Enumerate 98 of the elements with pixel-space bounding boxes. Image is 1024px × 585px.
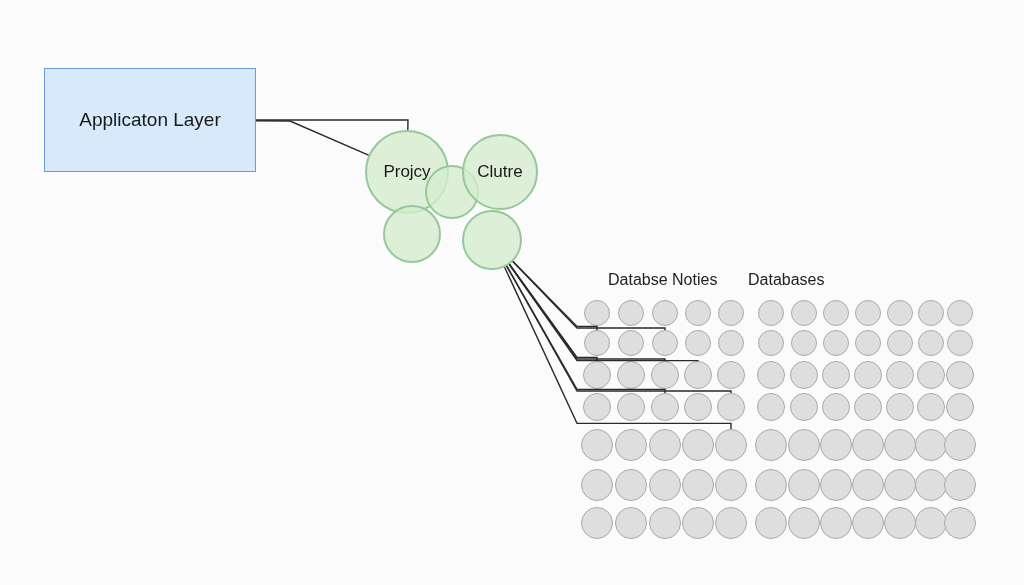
circle-node: [583, 393, 611, 421]
circle-node: [757, 361, 785, 389]
circle-node: [855, 300, 881, 326]
circle-node: [884, 469, 916, 501]
circle-node: [852, 507, 884, 539]
node-label: Projcy: [383, 162, 431, 182]
circle-node: [915, 429, 947, 461]
circle-node: [790, 393, 818, 421]
heading-label: Databse Noties: [608, 271, 718, 289]
circle-node: [854, 361, 882, 389]
connector-line: [255, 119, 409, 131]
circle-node: [717, 393, 745, 421]
circle-node: [852, 469, 884, 501]
circle-node: [718, 300, 744, 326]
circle-node: [755, 429, 787, 461]
circle-node: [581, 429, 613, 461]
node-label: Clutre: [477, 162, 523, 182]
circle-node: [755, 507, 787, 539]
circle-node: [788, 429, 820, 461]
circle-node: [788, 469, 820, 501]
circle-node: [823, 300, 849, 326]
circle-node: [615, 469, 647, 501]
circle-node: [758, 300, 784, 326]
circle-node: [617, 393, 645, 421]
circle-node: [886, 393, 914, 421]
circle-node: [682, 429, 714, 461]
circle-node: [717, 361, 745, 389]
circle-node: [652, 330, 678, 356]
circle-node: [822, 361, 850, 389]
circle-node: [791, 330, 817, 356]
circle-node: [651, 393, 679, 421]
connector-line: [255, 120, 370, 156]
circle-node: [820, 507, 852, 539]
circle-node: [855, 330, 881, 356]
circle-node: [887, 300, 913, 326]
node-label: Applicaton Layer: [79, 109, 221, 131]
circle-node: [917, 361, 945, 389]
circle-node: [682, 469, 714, 501]
circle-node: [947, 300, 973, 326]
circle-node: [618, 300, 644, 326]
circle-node: [820, 429, 852, 461]
circle-node: [755, 469, 787, 501]
circle-node: [649, 469, 681, 501]
circle-node: [684, 393, 712, 421]
heading-label: Databases: [748, 271, 825, 289]
circle-node: [685, 330, 711, 356]
circle-node: [584, 330, 610, 356]
circle-node: [617, 361, 645, 389]
circle-node: [788, 507, 820, 539]
circle-node: [583, 361, 611, 389]
circle-node: [649, 507, 681, 539]
circle-node: [615, 507, 647, 539]
circle-node: [462, 210, 522, 270]
circle-node: [915, 507, 947, 539]
circle-node: [682, 507, 714, 539]
circle-node: [820, 469, 852, 501]
circle-node: [649, 429, 681, 461]
circle-node: [758, 330, 784, 356]
circle-node: [884, 507, 916, 539]
connector-line: [506, 265, 732, 394]
circle-node: [791, 300, 817, 326]
circle-node: [946, 361, 974, 389]
circle-node: [915, 469, 947, 501]
circle-node: [757, 393, 785, 421]
circle-node: [715, 469, 747, 501]
connector-line: [512, 260, 666, 331]
circle-node: [944, 469, 976, 501]
circle-node: [652, 300, 678, 326]
circle-node: [684, 361, 712, 389]
circle-node: [884, 429, 916, 461]
circle-node: [854, 393, 882, 421]
circle-node: [584, 300, 610, 326]
circle-node: [852, 429, 884, 461]
connector-line: [508, 263, 699, 362]
circle-node: [918, 330, 944, 356]
circle-node: [887, 330, 913, 356]
circle-node: [618, 330, 644, 356]
circle-node: [917, 393, 945, 421]
circle-node: [715, 429, 747, 461]
circle-node: [715, 507, 747, 539]
circle-node: [944, 429, 976, 461]
circle-node: [946, 393, 974, 421]
connector-line: [503, 266, 732, 430]
circle-node: [615, 429, 647, 461]
circle-node: [947, 330, 973, 356]
circle-node: [581, 507, 613, 539]
circle-node: [944, 507, 976, 539]
circle-node: [823, 330, 849, 356]
circle-node: [822, 393, 850, 421]
circle-node: [581, 469, 613, 501]
circle-node: [918, 300, 944, 326]
circle-node: [651, 361, 679, 389]
layer-box: [44, 68, 256, 172]
circle-node: [383, 205, 441, 263]
circle-node: [886, 361, 914, 389]
circle-node: [790, 361, 818, 389]
circle-node: [718, 330, 744, 356]
circle-node: [685, 300, 711, 326]
